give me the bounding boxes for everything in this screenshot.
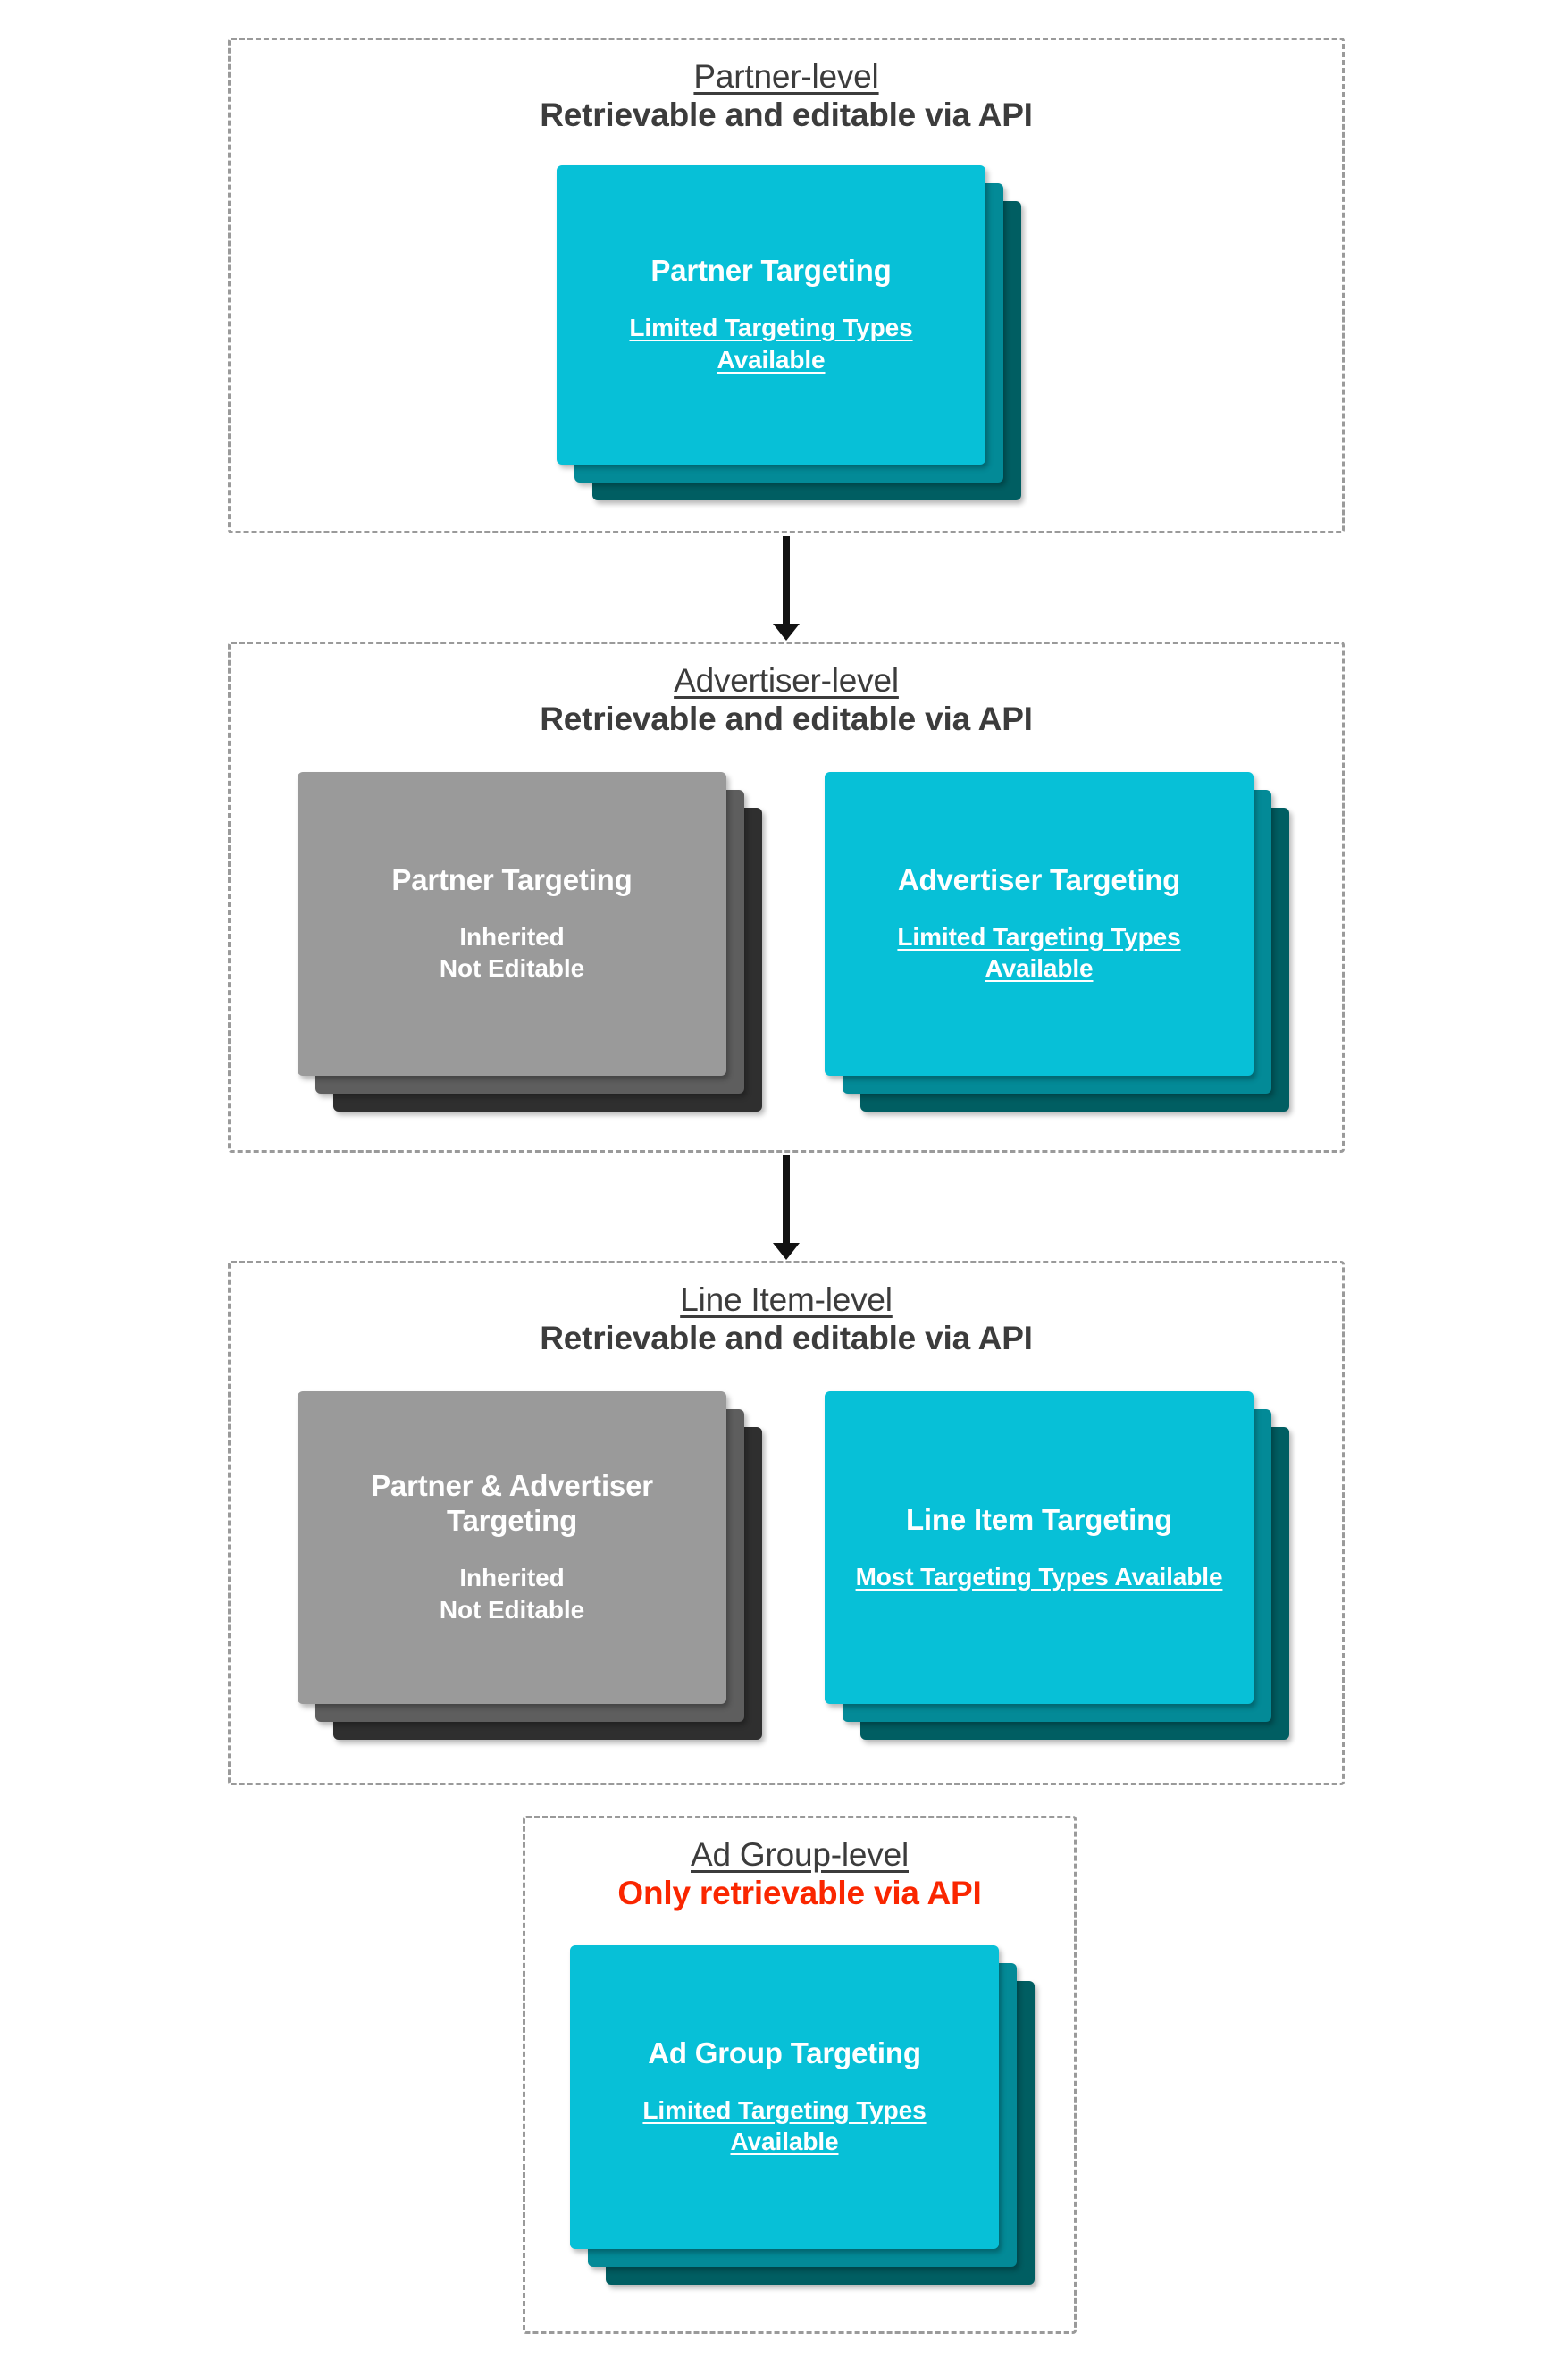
card-line-item-targeting[interactable]: Line Item Targeting Most Targeting Types… <box>825 1391 1254 1704</box>
card-stack-partner-advertiser-targeting-inherited: Partner & Advertiser Targeting Inherited… <box>298 1391 771 1749</box>
card-title: Partner Targeting <box>391 862 633 896</box>
card-title: Advertiser Targeting <box>897 862 1181 896</box>
card-partner-targeting[interactable]: Partner Targeting Limited Targeting Type… <box>557 165 985 465</box>
card-stack-partner-targeting-inherited: Partner Targeting Inherited Not Editable <box>298 772 771 1121</box>
level-heading-line-item: Line Item-level Retrievable and editable… <box>231 1281 1342 1358</box>
card-advertiser-targeting[interactable]: Advertiser Targeting Limited Targeting T… <box>825 772 1254 1076</box>
level-title-line-item: Line Item-level <box>680 1281 893 1318</box>
level-heading-ad-group: Ad Group-level Only retrievable via API <box>525 1836 1074 1913</box>
card-title: Partner & Advertiser Targeting <box>371 1469 653 1538</box>
card-title: Ad Group Targeting <box>648 2035 921 2069</box>
level-container-line-item: Line Item-level Retrievable and editable… <box>228 1261 1345 1785</box>
card-stack-line-item-targeting: Line Item Targeting Most Targeting Types… <box>825 1391 1298 1749</box>
level-subtitle-partner: Retrievable and editable via API <box>540 97 1033 134</box>
card-ad-group-targeting[interactable]: Ad Group Targeting Limited Targeting Typ… <box>570 1945 999 2249</box>
down-arrow-icon-advertiser-to-line-item <box>783 1155 790 1245</box>
card-note: Limited Targeting Types Available <box>642 2095 927 2156</box>
card-partner-targeting-inherited[interactable]: Partner Targeting Inherited Not Editable <box>298 772 726 1076</box>
card-title: Partner Targeting <box>650 254 892 288</box>
level-title-ad-group: Ad Group-level <box>691 1836 909 1873</box>
level-container-advertiser: Advertiser-level Retrievable and editabl… <box>228 642 1345 1153</box>
level-title-partner: Partner-level <box>693 58 879 95</box>
down-arrow-icon-partner-to-advertiser <box>783 536 790 625</box>
card-stack-ad-group-targeting: Ad Group Targeting Limited Targeting Typ… <box>570 1945 1044 2303</box>
level-subtitle-ad-group: Only retrievable via API <box>617 1875 982 1912</box>
level-subtitle-line-item: Retrievable and editable via API <box>540 1320 1033 1357</box>
level-subtitle-advertiser: Retrievable and editable via API <box>540 701 1033 738</box>
card-stack-advertiser-targeting: Advertiser Targeting Limited Targeting T… <box>825 772 1298 1121</box>
level-container-partner: Partner-level Retrievable and editable v… <box>228 38 1345 533</box>
card-note: Limited Targeting Types Available <box>629 314 913 374</box>
level-container-ad-group: Ad Group-level Only retrievable via API … <box>523 1816 1077 2334</box>
card-note: Inherited Not Editable <box>439 922 585 983</box>
card-stack-partner-targeting: Partner Targeting Limited Targeting Type… <box>557 165 1021 500</box>
card-partner-advertiser-targeting-inherited[interactable]: Partner & Advertiser Targeting Inherited… <box>298 1391 726 1704</box>
card-note: Inherited Not Editable <box>439 1564 585 1624</box>
level-heading-partner: Partner-level Retrievable and editable v… <box>231 58 1342 135</box>
card-title: Line Item Targeting <box>905 1502 1173 1536</box>
level-heading-advertiser: Advertiser-level Retrievable and editabl… <box>231 662 1342 739</box>
card-note: Most Targeting Types Available <box>855 1562 1223 1591</box>
level-title-advertiser: Advertiser-level <box>674 662 899 699</box>
card-note: Limited Targeting Types Available <box>897 922 1181 983</box>
